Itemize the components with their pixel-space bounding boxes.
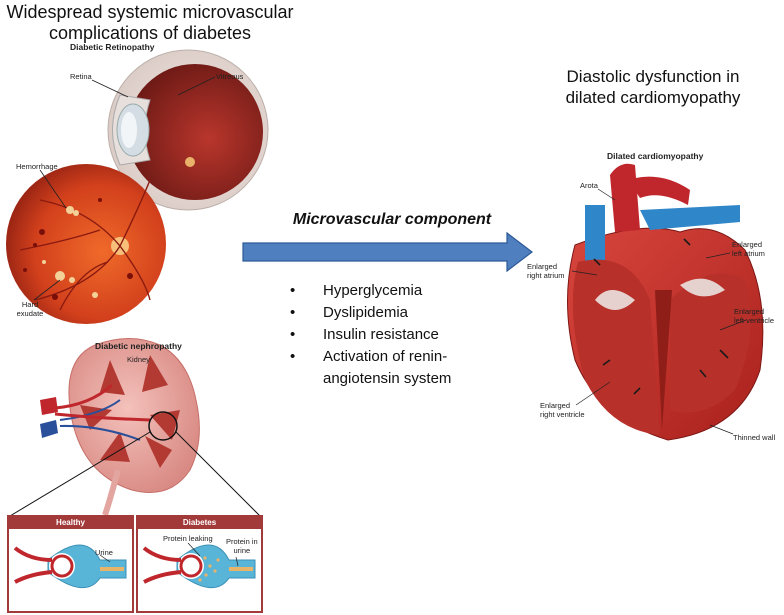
factor-text: Hyperglycemia bbox=[323, 282, 423, 299]
left-panel-title: Widespread systemic microvascular compli… bbox=[0, 2, 300, 44]
right-title-line1: Diastolic dysfunction in bbox=[566, 67, 740, 86]
enlarged-right-atrium-label: Enlarged right atrium bbox=[527, 262, 565, 280]
bullet-glyph: • bbox=[290, 348, 296, 365]
enlarged-left-ventricle-label: Enlarged left ventricle bbox=[734, 307, 775, 325]
right-panel-title: Diastolic dysfunction in dilated cardiom… bbox=[528, 66, 778, 108]
bullet-glyph: • bbox=[290, 282, 296, 299]
retina-label: Retina bbox=[70, 72, 92, 81]
hemorrhage-label: Hemorrhage bbox=[16, 162, 58, 171]
retinopathy-heading: Diabetic Retinopathy bbox=[70, 42, 155, 52]
enlarged-left-atrium-label: Enlarged left atrium bbox=[732, 240, 765, 258]
aorta-label: Arota bbox=[580, 181, 598, 190]
heart-illustration bbox=[567, 163, 764, 441]
risk-factor-list: • Hyperglycemia • Dyslipidemia • Insulin… bbox=[290, 280, 451, 390]
enlarged-right-ventricle-label: Enlarged right ventricle bbox=[540, 401, 585, 419]
urine-callout bbox=[99, 554, 111, 563]
diabetes-box bbox=[136, 515, 263, 613]
healthy-box bbox=[7, 515, 134, 613]
eye-illustration bbox=[107, 49, 269, 211]
list-item: • Hyperglycemia bbox=[290, 280, 451, 302]
list-item: • Dyslipidemia bbox=[290, 302, 451, 324]
fundus-illustration bbox=[6, 164, 166, 324]
list-item: • Insulin resistance bbox=[290, 324, 451, 346]
hard-exudate-label: Hard exudate bbox=[16, 300, 44, 318]
factor-text: Insulin resistance bbox=[323, 326, 439, 343]
bullet-glyph: • bbox=[290, 326, 296, 343]
protein-in-urine-label: Protein in urine bbox=[226, 537, 258, 555]
zoom-lines bbox=[9, 431, 261, 517]
left-title-line1: Widespread systemic microvascular bbox=[6, 2, 294, 22]
urine-label: Urine bbox=[95, 548, 113, 557]
retina-callouts bbox=[33, 76, 216, 301]
right-title-line2: dilated cardiomyopathy bbox=[565, 88, 741, 107]
thinned-wall-label: Thinned wall bbox=[733, 433, 776, 442]
microvascular-arrow bbox=[242, 231, 533, 273]
kidney-illustration bbox=[40, 338, 200, 516]
microvascular-component-label: Microvascular component bbox=[292, 211, 492, 228]
heart-heading: Dilated cardiomyopathy bbox=[607, 151, 704, 161]
factor-text: Activation of renin- angiotensin system bbox=[323, 348, 452, 387]
kidney-label: Kidney bbox=[127, 355, 150, 364]
healthy-box-title: Healthy bbox=[56, 518, 85, 527]
nephropathy-heading: Diabetic nephropathy bbox=[95, 341, 182, 351]
left-title-line2: complications of diabetes bbox=[48, 23, 252, 43]
heart-callouts bbox=[571, 188, 747, 435]
vitreous-label: Vitreous bbox=[216, 72, 244, 81]
protein-leaking-label: Protein leaking bbox=[163, 534, 213, 543]
list-item: • Activation of renin- angiotensin syste… bbox=[290, 346, 451, 390]
bullet-glyph: • bbox=[290, 304, 296, 321]
factor-text: Dyslipidemia bbox=[323, 304, 409, 321]
diabetes-box-title: Diabetes bbox=[182, 518, 217, 527]
